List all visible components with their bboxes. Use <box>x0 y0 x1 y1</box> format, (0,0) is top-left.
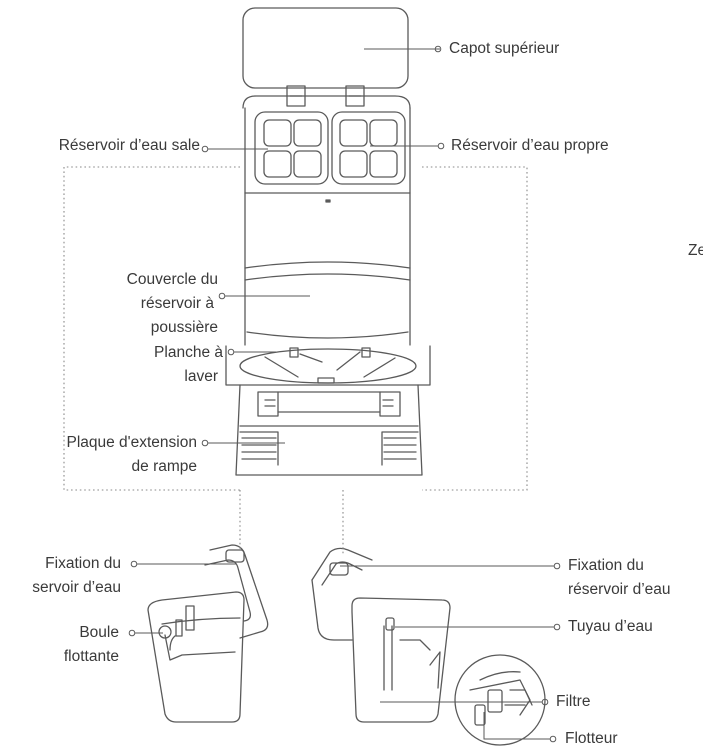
label-boule-line2: flottante <box>63 648 119 665</box>
label-couvercle-line1: Couvercle du <box>126 271 218 288</box>
label-couvercle-line3: poussière <box>150 319 218 336</box>
label-edge-fragment: Ze <box>688 242 703 259</box>
label-tuyau-eau: Tuyau d’eau <box>568 618 653 635</box>
label-fixation-droite-line2: réservoir d’eau <box>568 581 671 598</box>
label-fixation-gauche-line1: Fixation du <box>45 555 121 572</box>
leader-lines <box>128 45 561 743</box>
dirty-tank-illustration <box>147 544 269 723</box>
label-capot-superieur: Capot supérieur <box>449 40 560 57</box>
label-reservoir-eau-propre: Réservoir d’eau propre <box>451 137 609 154</box>
label-planche-line1: Planche à <box>154 344 223 361</box>
label-planche-line2: laver <box>184 368 218 385</box>
filter-zoom-illustration <box>454 654 546 746</box>
label-reservoir-eau-sale: Réservoir d’eau sale <box>58 137 200 154</box>
clean-tank-illustration <box>311 547 451 723</box>
label-flotteur: Flotteur <box>565 730 618 747</box>
base-station-illustration <box>225 95 431 476</box>
label-plaque-line1: Plaque d'extension <box>66 434 197 451</box>
label-fixation-droite-line1: Fixation du <box>568 557 644 574</box>
dotted-frame <box>63 166 528 555</box>
label-filtre: Filtre <box>556 693 591 710</box>
label-boule-line1: Boule <box>79 624 119 641</box>
label-fixation-gauche-line2: servoir d’eau <box>32 579 121 596</box>
label-plaque-line2: de rampe <box>131 458 197 475</box>
label-couvercle-line2: réservoir à <box>140 295 214 312</box>
top-lid-illustration <box>242 7 409 107</box>
